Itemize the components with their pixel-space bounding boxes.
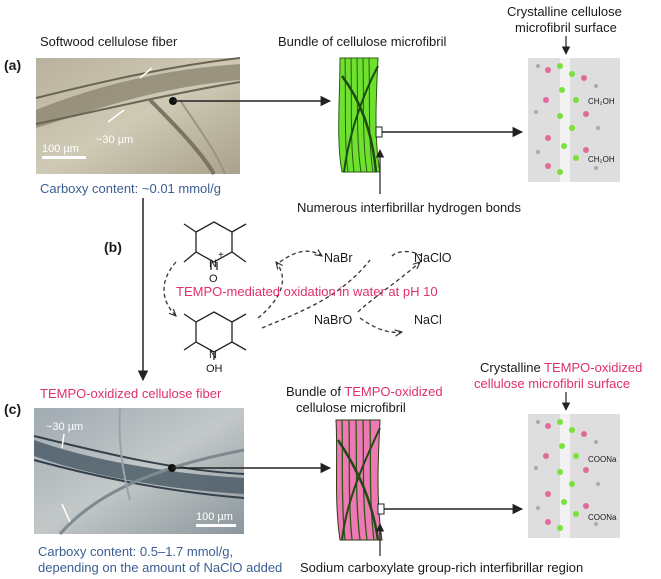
redox-cycle-arrows [163,251,423,332]
oxidation-condition: TEMPO-mediated oxidation in water at pH … [176,284,438,299]
nabro-label: NaBrO [314,313,352,327]
tempo-o-top: O [209,273,218,285]
softwood-fiber-title: Softwood cellulose fiber [40,34,178,49]
carboxy-content-c-1: Carboxy content: 0.5–1.7 mmol/g, [38,544,233,559]
surface-title-c-1: Crystalline TEMPO-oxidized [480,360,642,375]
green-microfibril-bundle [338,57,381,173]
scale-bar-label-c: 100 µm [196,511,233,523]
carboxy-content-a: Carboxy content: ~0.01 mmol/g [40,181,221,196]
nabr-label: NaBr [324,251,352,265]
tempo-n-top: N [209,258,217,270]
fiber-width-label-a: ~30 µm [96,134,133,146]
group-label-c2: COONa [588,513,617,522]
cellulose-surface-model-c [528,414,620,538]
naclo-label: NaClO [414,251,452,265]
width-arrow-c1 [61,433,65,449]
pink-microfibril-bundle [335,419,383,541]
panel-label-b: (b) [104,239,122,255]
bundle-title-a: Bundle of cellulose microfibril [278,34,446,49]
width-arrow-a2 [107,109,125,123]
surface-title-c-2: cellulose microfibril surface [474,376,630,391]
carboxy-content-c-2: depending on the amount of NaClO added [38,560,282,575]
tempo-fiber-micrograph [33,407,245,535]
bonds-label-a: Numerous interfibrillar hydrogen bonds [297,200,522,215]
bundle-title-c-1: Bundle of TEMPO-oxidized [286,384,443,399]
surface-title-a-2: microfibril surface [515,20,617,35]
panel-label-c: (c) [4,401,21,417]
tempo-hydroxylamine-structure [183,311,247,360]
cellulose-surface-model-a [528,58,620,182]
fiber-width-label-c: ~30 µm [46,421,83,433]
region-bracket-c [377,503,385,515]
tempo-charge: + [218,250,224,261]
nacl-label: NaCl [414,313,442,327]
tempo-fiber-title: TEMPO-oxidized cellulose fiber [40,386,222,401]
scale-bar-label-a: 100 µm [42,143,79,155]
region-label-c: Sodium carboxylate group-rich interfibri… [300,560,583,575]
hydroxylamine-oh: OH [206,363,223,375]
surface-title-a-1: Crystalline cellulose [507,4,622,19]
width-arrow-a1 [139,67,153,79]
width-arrow-c2 [61,503,71,523]
hydroxylamine-n: N [209,349,217,361]
softwood-fiber-micrograph [35,57,241,176]
bond-bracket-a [375,126,383,138]
group-label-c1: COONa [588,455,617,464]
group-label-a2: CH₂OH [588,155,615,164]
panel-label-a: (a) [4,57,21,73]
group-label-a1: CH₂OH [588,97,615,106]
bundle-title-c-2: cellulose microfibril [296,400,406,415]
tempo-nitroxyl-structure [183,221,247,270]
